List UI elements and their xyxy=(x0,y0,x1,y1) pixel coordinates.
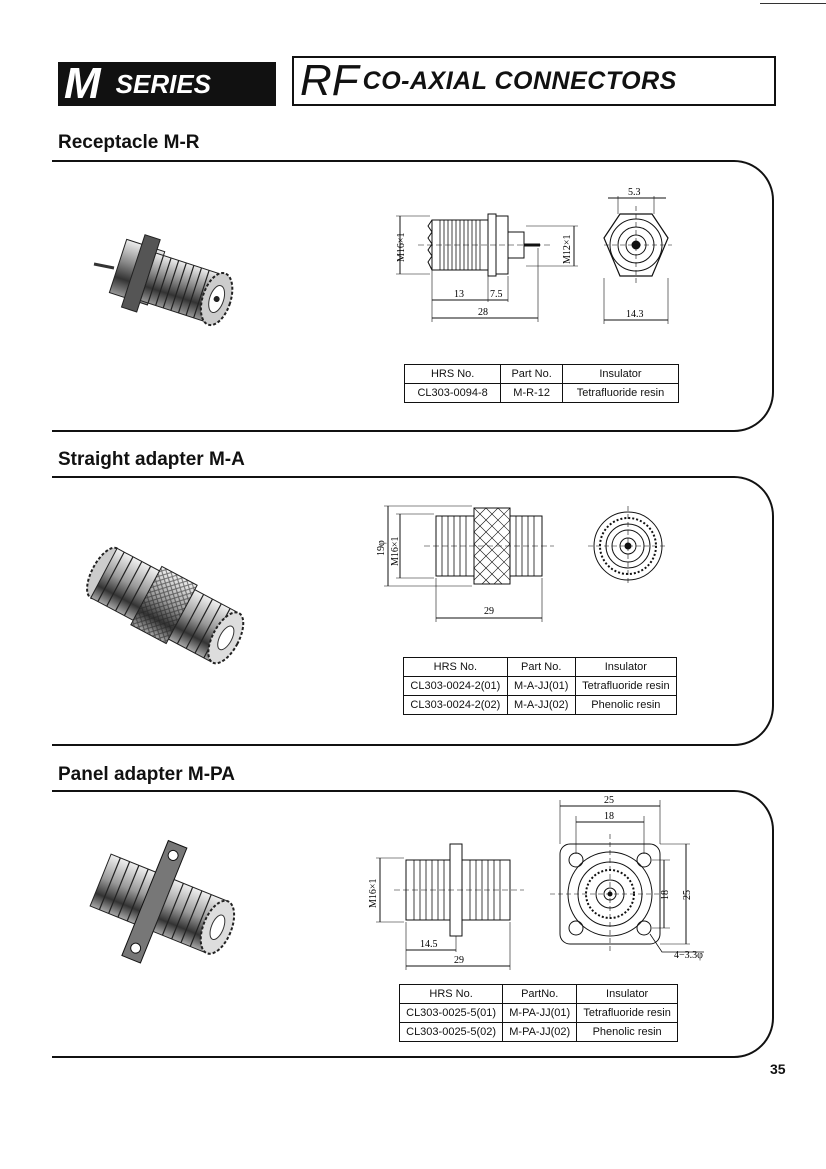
col-part-no: Part No. xyxy=(500,364,563,384)
col-insulator: Insulator xyxy=(576,984,678,1004)
table-row: CL303-0024-2(02) M-A-JJ(02) Phenolic res… xyxy=(403,695,678,715)
section-title-straight-adapter: Straight adapter M-A xyxy=(58,449,245,470)
col-hrs-no: HRS No. xyxy=(403,657,508,677)
cell-part-no: M-R-12 xyxy=(500,383,563,403)
cell-part-no: M-A-JJ(02) xyxy=(506,695,576,715)
straight-adapter-drawing: 19φ M16×1 29 xyxy=(376,505,668,622)
dim-m16: M16×1 xyxy=(368,878,379,908)
cell-insulator: Phenolic resin xyxy=(576,1022,678,1042)
dim-7-5: 7.5 xyxy=(490,289,503,300)
series-word: SERIES xyxy=(115,69,212,99)
dim-m16: M16×1 xyxy=(396,232,407,262)
rf-label: RF xyxy=(300,56,359,105)
receptacle-drawing: M16×1 M12×1 13 7.5 28 5.3 14.3 xyxy=(396,187,672,324)
cell-hrs-no: CL303-0094-8 xyxy=(403,383,502,403)
dim-28: 28 xyxy=(478,307,488,318)
dim-holes: 4−3.3φ xyxy=(674,950,703,961)
dim-5-3: 5.3 xyxy=(628,187,641,198)
col-part-no: Part No. xyxy=(506,657,576,677)
table-row: CL303-0094-8 M-R-12 Tetrafluoride resin xyxy=(403,383,680,403)
section-panel-panel-adapter xyxy=(52,790,774,1058)
cell-insulator: Tetrafluoride resin xyxy=(561,383,680,403)
spec-table-panel-adapter: HRS No. PartNo. Insulator CL303-0025-5(0… xyxy=(398,984,678,1042)
straight-adapter-photo xyxy=(86,546,245,665)
dim-25-top: 25 xyxy=(604,795,614,806)
spec-table-straight-adapter: HRS No. Part No. Insulator CL303-0024-2(… xyxy=(403,657,678,715)
dim-13: 13 xyxy=(454,289,464,300)
cell-hrs-no: CL303-0024-2(01) xyxy=(403,676,508,696)
section-panel-straight-adapter xyxy=(52,476,774,746)
cell-hrs-no: CL303-0025-5(01) xyxy=(398,1003,504,1023)
section-title-panel-adapter: Panel adapter M-PA xyxy=(58,764,236,785)
dim-14-5: 14.5 xyxy=(420,939,438,950)
page-title: CO-AXIAL CONNECTORS xyxy=(362,66,677,95)
cell-part-no: M-PA-JJ(02) xyxy=(502,1022,578,1042)
spec-table-receptacle: HRS No. Part No. Insulator CL303-0094-8 … xyxy=(403,364,680,403)
col-insulator: Insulator xyxy=(574,657,678,677)
table-row: CL303-0025-5(01) M-PA-JJ(01) Tetrafluori… xyxy=(398,1003,678,1023)
panel-adapter-drawing: M16×1 14.5 29 25 18 18 25 4−3.3φ xyxy=(368,795,704,970)
series-letter: M xyxy=(64,59,102,108)
dim-m12: M12×1 xyxy=(562,234,573,264)
dim-18-top: 18 xyxy=(604,811,614,822)
cell-insulator: Phenolic resin xyxy=(574,695,678,715)
dim-29: 29 xyxy=(484,606,494,617)
series-banner: M SERIES xyxy=(58,62,276,106)
section-title-receptacle: Receptacle M-R xyxy=(58,132,200,153)
cell-part-no: M-A-JJ(01) xyxy=(506,676,576,696)
col-part-no: PartNo. xyxy=(502,984,578,1004)
dim-18-side: 18 xyxy=(660,890,671,900)
top-rule xyxy=(760,3,826,4)
title-banner: RF CO-AXIAL CONNECTORS xyxy=(292,56,776,106)
receptacle-photo xyxy=(93,234,234,327)
dim-14-3: 14.3 xyxy=(626,309,644,320)
cell-insulator: Tetrafluoride resin xyxy=(576,1003,678,1023)
table-header-row: HRS No. PartNo. Insulator xyxy=(398,984,678,1004)
table-row: CL303-0025-5(02) M-PA-JJ(02) Phenolic re… xyxy=(398,1022,678,1042)
cell-insulator: Tetrafluoride resin xyxy=(574,676,678,696)
table-header-row: HRS No. Part No. Insulator xyxy=(403,364,680,384)
cell-hrs-no: CL303-0024-2(02) xyxy=(403,695,508,715)
page-number: 35 xyxy=(770,1061,786,1077)
cell-hrs-no: CL303-0025-5(02) xyxy=(398,1022,504,1042)
cell-part-no: M-PA-JJ(01) xyxy=(502,1003,578,1023)
panel-adapter-photo xyxy=(89,839,236,964)
dim-29: 29 xyxy=(454,955,464,966)
dim-m16: M16×1 xyxy=(390,536,401,566)
table-row: CL303-0024-2(01) M-A-JJ(01) Tetrafluorid… xyxy=(403,676,678,696)
col-insulator: Insulator xyxy=(561,364,680,384)
col-hrs-no: HRS No. xyxy=(398,984,504,1004)
table-header-row: HRS No. Part No. Insulator xyxy=(403,657,678,677)
section-panel-receptacle xyxy=(52,160,774,432)
col-hrs-no: HRS No. xyxy=(403,364,502,384)
dim-25-side: 25 xyxy=(682,890,693,900)
dim-19-dia: 19φ xyxy=(376,540,387,556)
